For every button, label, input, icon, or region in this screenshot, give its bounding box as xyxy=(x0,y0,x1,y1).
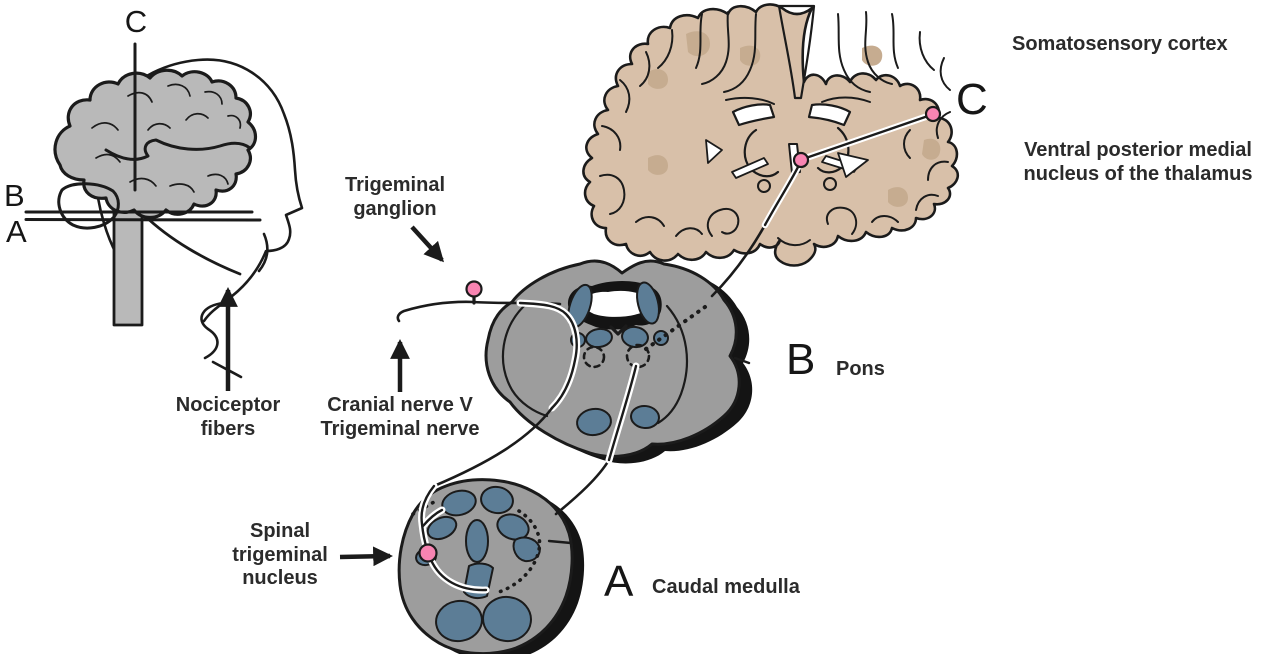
descending-fiber-link xyxy=(432,406,554,488)
brain-gyri-lines xyxy=(91,83,242,193)
subthalamic-left xyxy=(757,179,771,193)
spinal-nucleus-arrow xyxy=(339,546,393,567)
subthalamic-right xyxy=(823,177,837,191)
annotation-arrows xyxy=(218,225,444,567)
head-level-c-label: C xyxy=(124,4,148,39)
nociceptor-fibers-label: Nociceptor fibers xyxy=(175,394,281,440)
lateral-ventricle-right xyxy=(807,103,852,127)
head-inset-illustration xyxy=(24,42,304,379)
pons-label: Pons xyxy=(836,358,885,380)
section-c-letter: C xyxy=(956,75,988,124)
pons-edge-tick xyxy=(733,356,751,365)
trigeminal-ganglion-dot xyxy=(465,280,483,298)
medulla-entry-branch xyxy=(421,508,444,528)
caudal-medulla-label: Caudal medulla xyxy=(652,576,800,598)
pons-dashed-circle-left xyxy=(582,345,606,369)
head-level-a-label: A xyxy=(6,214,27,249)
section-line-a xyxy=(24,218,262,222)
medulla-dotted-tract-right xyxy=(497,509,542,594)
coronal-outline xyxy=(582,3,960,267)
lateral-sulcus-line xyxy=(104,138,252,161)
thalamic-projection-link xyxy=(710,223,767,298)
head-outline xyxy=(93,58,304,323)
vpm-nucleus-label: Ventral posterior medial nucleus of the … xyxy=(1023,139,1253,185)
cerebellum xyxy=(57,182,120,230)
trigeminal-ganglion-label: Trigeminal ganglion xyxy=(344,174,446,220)
ganglion-arrow xyxy=(410,225,444,263)
spinal-trigeminal-nucleus-dot xyxy=(418,543,438,563)
insula-wedge-left xyxy=(705,139,723,164)
coronal-brain-section xyxy=(582,3,960,267)
thalamocortical-fiber xyxy=(798,113,933,162)
insula-wedge-right xyxy=(837,152,869,178)
head-level-b-label: B xyxy=(4,178,25,213)
lateral-ventricle-left xyxy=(731,103,776,127)
somatosensory-cortex-label: Somatosensory cortex xyxy=(1012,33,1228,55)
pons-descending-fiber xyxy=(518,301,578,410)
somatosensory-cortex-dot xyxy=(924,105,942,123)
fourth-ventricle xyxy=(582,290,649,317)
cheek-line xyxy=(257,232,269,273)
coronal-brainstem-line xyxy=(777,237,811,246)
vpm-thalamus-dot xyxy=(792,151,810,169)
capsule-slit-left xyxy=(731,157,769,179)
section-b-letter: B xyxy=(786,335,816,384)
medulla-entry-fiber xyxy=(420,484,436,551)
medulla-section xyxy=(397,478,585,654)
jaw-line xyxy=(142,213,242,276)
cranial-nerve-label: Cranial nerve V Trigeminal nerve xyxy=(320,394,480,440)
interhemispheric-fissure xyxy=(777,4,816,100)
medulla-crossing-fiber xyxy=(429,558,488,592)
spinal-trigeminal-nucleus-label: Spinal trigeminal nucleus xyxy=(232,520,328,590)
pons-inner-edge-left xyxy=(501,304,549,418)
pons-nuclei xyxy=(567,281,669,437)
pathway-fibers xyxy=(396,105,942,594)
medulla-edge-tick xyxy=(547,539,573,545)
ascending-fiber-link xyxy=(554,458,611,516)
pons-ascending-fiber xyxy=(607,364,638,462)
fourth-ventricle-notch xyxy=(609,324,628,336)
coronal-sulci-lines xyxy=(599,11,951,237)
nociceptor-fiber-squiggle xyxy=(200,301,226,360)
pons-dashed-circle-right xyxy=(625,343,651,369)
thalamic-projection xyxy=(763,161,802,227)
section-a-letter: A xyxy=(604,557,634,606)
